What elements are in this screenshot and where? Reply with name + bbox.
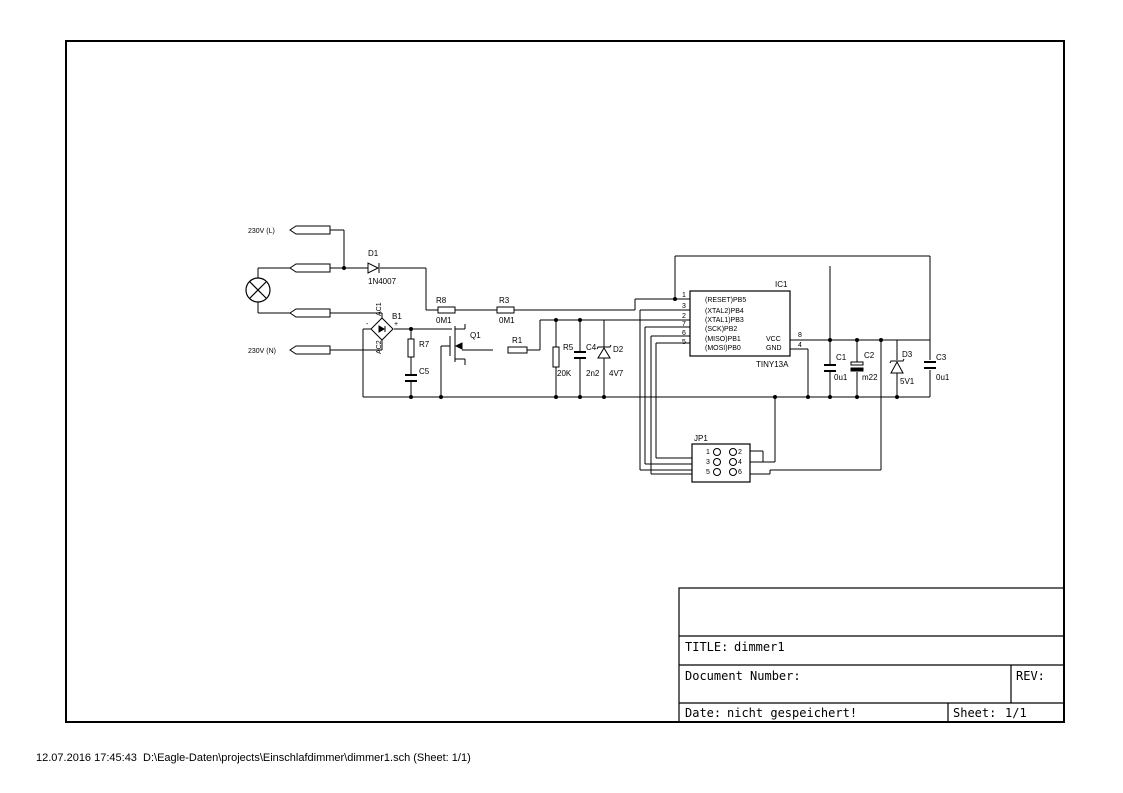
pin-number-2: 2 [682, 313, 686, 320]
label-c1-value: 0u1 [834, 373, 848, 382]
label-c2: C2 [864, 351, 875, 360]
pin-label-pb4: (XTAL2)PB4 [705, 308, 744, 315]
zener-d2 [596, 344, 612, 359]
label-r8-value: 0M1 [436, 316, 452, 325]
jp1-pin-6: 6 [738, 469, 742, 476]
diode-d1 [367, 262, 380, 274]
label-r3-value: 0M1 [499, 316, 515, 325]
label-b1-ac2: AC2 [376, 340, 383, 354]
jp1-body [691, 443, 751, 483]
connector-230v-l [289, 225, 331, 235]
pin-label-gnd: GND [766, 345, 782, 352]
connector-lamp-1 [289, 263, 331, 273]
bridge-rectifier-b1 [370, 317, 394, 341]
label-c4-value: 2n2 [586, 369, 600, 378]
connector-230v-n [289, 345, 331, 355]
label-ic1: IC1 [775, 280, 788, 289]
junctions [342, 266, 899, 399]
pin-number-8: 8 [798, 332, 802, 339]
capacitor-c2 [850, 361, 864, 372]
mosfet-q1 [449, 326, 463, 362]
pin-number-3: 3 [682, 303, 686, 310]
label-r5-value: 20K [557, 369, 572, 378]
label-c3-value: 0u1 [936, 373, 950, 382]
sheet-value: 1/1 [1005, 706, 1027, 720]
pin-number-6: 6 [682, 330, 686, 337]
sheet-label: Sheet: [953, 706, 996, 720]
label-r8: R8 [436, 296, 447, 305]
lamp-icon [245, 277, 271, 303]
document-number-label: Document Number: [685, 669, 801, 683]
ic1-body [689, 290, 791, 357]
label-d2: D2 [613, 345, 624, 354]
label-d1: D1 [368, 249, 379, 258]
capacitor-c4 [574, 351, 586, 359]
label-c4: C4 [586, 343, 597, 352]
jp1-pins [713, 448, 737, 476]
label-c3: C3 [936, 353, 947, 362]
drawing-frame [65, 40, 1065, 723]
label-r1: R1 [512, 336, 523, 345]
label-d1-value: 1N4007 [368, 277, 397, 286]
resistor-r8 [437, 306, 456, 314]
date-label: Date: [685, 706, 721, 720]
label-r5: R5 [563, 343, 574, 352]
label-b1-plus: + [394, 321, 398, 328]
resistor-r3 [496, 306, 515, 314]
capacitor-c5 [405, 374, 417, 382]
pin-label-pb1: (MISO)PB1 [705, 336, 741, 343]
wires [257, 229, 931, 475]
capacitor-c3 [924, 361, 936, 369]
title-value: dimmer1 [734, 640, 785, 654]
label-d2-value: 4V7 [609, 369, 624, 378]
pin-number-5: 5 [682, 339, 686, 346]
jp1-pin-3: 3 [706, 459, 710, 466]
pin-number-4: 4 [798, 342, 802, 349]
pin-label-pb0: (MOSI)PB0 [705, 345, 741, 352]
connector-lamp-2 [289, 308, 331, 318]
label-q1: Q1 [470, 331, 481, 340]
resistor-r1 [507, 346, 528, 354]
pin-label-vcc: VCC [766, 336, 781, 343]
print-footer: 12.07.2016 17:45:43 D:\Eagle-Daten\proje… [36, 752, 471, 764]
label-d3-value: 5V1 [900, 377, 915, 386]
resistor-r7 [407, 338, 415, 358]
rev-label: REV: [1016, 669, 1045, 683]
label-ic1-value: TINY13A [756, 360, 789, 369]
label-jp1: JP1 [694, 434, 708, 443]
jp1-pin-2: 2 [738, 449, 742, 456]
date-value: nicht gespeichert! [727, 706, 857, 720]
jp1-pin-5: 5 [706, 469, 710, 476]
label-c1: C1 [836, 353, 847, 362]
label-230v-n: 230V (N) [248, 348, 276, 355]
label-c5: C5 [419, 367, 430, 376]
label-b1: B1 [392, 312, 402, 321]
capacitor-c1 [824, 364, 836, 372]
zener-d3 [889, 358, 905, 374]
jp1-pin-1: 1 [706, 449, 710, 456]
pin-label-pb2: (SCK)PB2 [705, 326, 737, 333]
label-230v-l: 230V (L) [248, 228, 275, 235]
pin-label-pb3: (XTAL1)PB3 [705, 317, 744, 324]
pin-number-7: 7 [682, 321, 686, 328]
label-b1-ac1: AC1 [376, 302, 383, 316]
title-label: TITLE: [685, 640, 728, 654]
label-r7: R7 [419, 340, 430, 349]
pin-label-pb5: (RESET)PB5 [705, 297, 746, 304]
label-d3: D3 [902, 350, 913, 359]
label-r3: R3 [499, 296, 510, 305]
label-c2-value: m22 [862, 373, 878, 382]
jp1-pin-4: 4 [738, 459, 742, 466]
resistor-r5 [552, 346, 560, 368]
title-block [678, 587, 1065, 723]
pin-number-1: 1 [682, 292, 686, 299]
label-b1-minus: - [366, 321, 369, 328]
